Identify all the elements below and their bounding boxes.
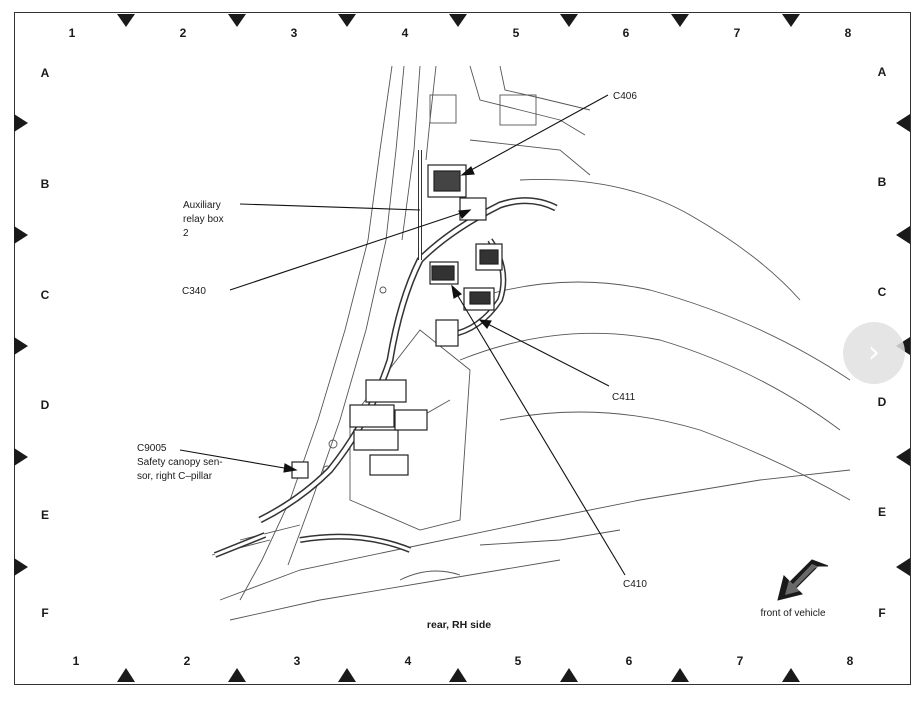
row-label: E (878, 505, 886, 519)
row-label: B (41, 177, 50, 191)
callout-c410: C410 (623, 579, 647, 590)
callout-line: 2 (183, 228, 189, 239)
next-image-button[interactable]: › (843, 322, 905, 384)
col-label: 7 (737, 654, 744, 668)
diagram-caption: rear, RH side (427, 619, 491, 631)
row-label: C (41, 288, 50, 302)
callout-line: Safety canopy sen- (137, 457, 223, 468)
col-label: 4 (405, 654, 412, 668)
col-label: 3 (294, 654, 301, 668)
callout-line: relay box (183, 214, 224, 225)
connector-c340-body (459, 197, 487, 221)
col-label: 1 (69, 26, 76, 40)
col-label: 4 (402, 26, 409, 40)
callout-auxiliary-relay-box: Auxiliary relay box 2 (183, 200, 224, 239)
row-label: D (878, 395, 887, 409)
row-label: B (878, 175, 887, 189)
col-label: 8 (845, 26, 852, 40)
chevron-right-icon: › (868, 335, 880, 370)
col-label: 3 (291, 26, 298, 40)
row-label: D (41, 398, 50, 412)
callout-line: Auxiliary (183, 200, 221, 211)
connectors (291, 164, 503, 479)
leader-lines (179, 94, 626, 576)
col-label: 2 (184, 654, 191, 668)
callout-c340: C340 (182, 286, 206, 297)
row-label: C (878, 285, 887, 299)
row-label: E (41, 508, 49, 522)
front-of-vehicle-arrow-icon (777, 559, 829, 601)
callout-c406: C406 (613, 91, 637, 102)
front-of-vehicle-label: front of vehicle (760, 608, 825, 619)
callout-line: sor, right C–pillar (137, 471, 213, 482)
column-labels-bottom: 1 2 3 4 5 6 7 8 (73, 654, 854, 668)
row-labels-left: A B C D E F (41, 66, 50, 620)
row-labels-right: A B C D E F (878, 65, 887, 620)
row-label: A (878, 65, 887, 79)
col-label: 6 (623, 26, 630, 40)
col-label: 2 (180, 26, 187, 40)
diagram-frame (14, 12, 911, 685)
callout-line: C9005 (137, 443, 167, 454)
col-label: 5 (513, 26, 520, 40)
row-label: F (41, 606, 48, 620)
column-labels-top: 1 2 3 4 5 6 7 8 (69, 26, 852, 40)
row-label: F (878, 606, 885, 620)
vehicle-body-illustration (211, 65, 851, 621)
col-label: 7 (734, 26, 741, 40)
col-label: 6 (626, 654, 633, 668)
col-label: 1 (73, 654, 80, 668)
row-label: A (41, 66, 50, 80)
border-markers (14, 14, 910, 682)
col-label: 8 (847, 654, 854, 668)
callout-c411: C411 (612, 392, 636, 403)
col-label: 5 (515, 654, 522, 668)
callout-c9005: C9005 Safety canopy sen- sor, right C–pi… (137, 443, 223, 482)
